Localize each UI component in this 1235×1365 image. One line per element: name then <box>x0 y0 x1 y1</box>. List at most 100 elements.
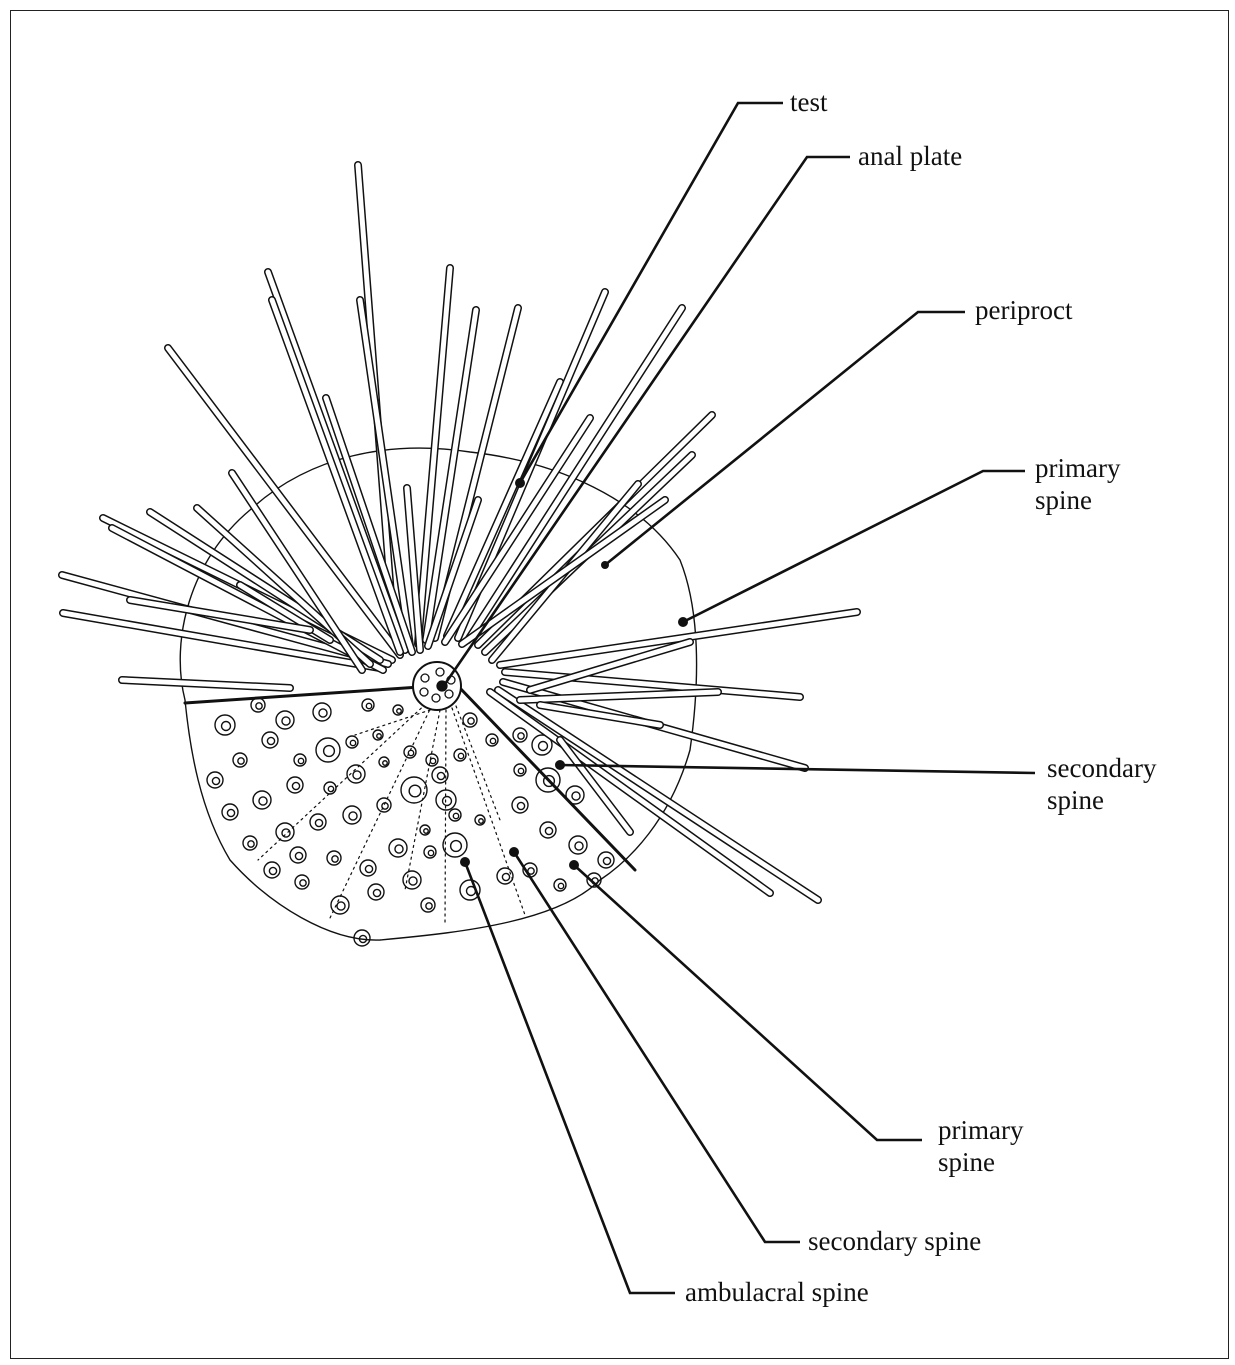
label-secondary-spine-lower: secondary spine <box>808 1225 981 1257</box>
tubercle <box>463 713 477 727</box>
tubercle-boss <box>517 802 524 809</box>
tubercle <box>569 836 587 854</box>
tubercle-boss <box>458 753 463 758</box>
tubercle <box>295 875 309 889</box>
tubercle-boss <box>539 742 548 751</box>
tubercle <box>513 728 527 742</box>
tubercle <box>368 884 384 900</box>
tubercle <box>287 777 303 793</box>
tubercle-boss <box>298 758 303 763</box>
tubercle-boss <box>256 703 262 709</box>
tubercle-boss <box>377 734 382 739</box>
tubercle <box>421 898 435 912</box>
tubercle-boss <box>518 733 524 739</box>
tubercle-boss <box>395 845 403 853</box>
tubercle <box>377 798 391 812</box>
tubercle-boss <box>222 722 231 731</box>
tubercle <box>331 896 349 914</box>
tubercle <box>243 836 257 850</box>
tubercle-boss <box>424 829 429 834</box>
leader-primary-spine-lower <box>574 865 922 1140</box>
tubercle <box>222 804 238 820</box>
tubercle <box>262 732 278 748</box>
tubercle <box>316 738 340 762</box>
tubercle <box>310 814 326 830</box>
tubercle-boss <box>397 709 402 714</box>
label-anal-plate: anal plate <box>858 140 962 172</box>
leader-secondary-spine-lower <box>514 852 800 1242</box>
tubercle-boss <box>545 827 552 834</box>
tubercle-boss <box>269 867 276 874</box>
tubercle-boss <box>426 903 432 909</box>
tubercle-boss <box>282 829 290 837</box>
tubercle <box>432 767 448 783</box>
tubercle-boss <box>383 761 388 766</box>
tubercle <box>276 711 294 729</box>
tubercle-boss <box>319 709 327 717</box>
urchin-body <box>62 165 857 946</box>
tubercle <box>327 851 341 865</box>
tubercle <box>598 852 614 868</box>
tubercle <box>207 772 223 788</box>
tubercle-boss <box>349 812 357 820</box>
tubercle-boss <box>408 750 413 755</box>
tubercle-boss <box>518 768 523 773</box>
spines <box>62 165 857 900</box>
label-secondary-spine-right: secondary spine <box>1047 752 1156 816</box>
tubercle-boss <box>267 737 274 744</box>
tubercle <box>264 862 280 878</box>
tubercle-boss <box>443 797 452 806</box>
tubercle-boss <box>558 883 563 888</box>
tubercle <box>343 806 361 824</box>
label-periproct: periproct <box>975 294 1072 326</box>
tubercle <box>497 868 513 884</box>
tubercle-boss <box>337 902 345 910</box>
ambitus-line <box>185 687 420 703</box>
leader-anal-plate <box>445 157 850 684</box>
tubercle <box>540 822 556 838</box>
tubercle <box>360 860 376 876</box>
tubercle <box>313 703 331 721</box>
tubercle <box>251 698 265 712</box>
tubercle-boss <box>453 813 458 818</box>
tubercle-boss <box>409 785 421 797</box>
tubercle-boss <box>282 717 290 725</box>
tubercle-boss <box>430 758 435 763</box>
tubercle-boss <box>227 809 234 816</box>
tubercle <box>276 823 294 841</box>
tubercle-boss <box>575 842 583 850</box>
tubercle-boss <box>238 758 244 764</box>
tubercle <box>253 791 271 809</box>
tubercle-boss <box>292 782 299 789</box>
tubercle-boss <box>373 889 380 896</box>
tubercle-boss <box>409 877 417 885</box>
tubercle-boss <box>479 819 484 824</box>
tubercle-boss <box>353 771 361 779</box>
tubercle-boss <box>212 777 219 784</box>
tubercle-boss <box>490 738 495 743</box>
tubercle-boss <box>365 865 372 872</box>
tubercle-boss <box>428 850 433 855</box>
leader-test <box>520 103 783 483</box>
tubercle-boss <box>328 786 333 791</box>
tubercle-boss <box>451 841 462 852</box>
tubercle <box>512 797 528 813</box>
tubercle <box>290 847 306 863</box>
tubercle-boss <box>603 857 610 864</box>
tubercle <box>566 786 584 804</box>
tubercle <box>233 753 247 767</box>
label-ambulacral-spine: ambulacral spine <box>685 1276 869 1308</box>
tubercle-boss <box>366 703 371 708</box>
tubercle-boss <box>572 792 580 800</box>
tubercle <box>401 777 427 803</box>
tubercle-boss <box>248 841 254 847</box>
tubercle-boss <box>350 740 355 745</box>
tubercle-boss <box>315 819 322 826</box>
tubercle-boss <box>295 852 302 859</box>
label-primary-spine-lower: primary spine <box>938 1114 1023 1178</box>
plate-sutures <box>258 700 525 925</box>
label-primary-spine-upper: primary spine <box>1035 452 1120 516</box>
tubercle-boss <box>437 772 444 779</box>
tubercle-boss <box>300 880 306 886</box>
label-test: test <box>790 86 828 118</box>
